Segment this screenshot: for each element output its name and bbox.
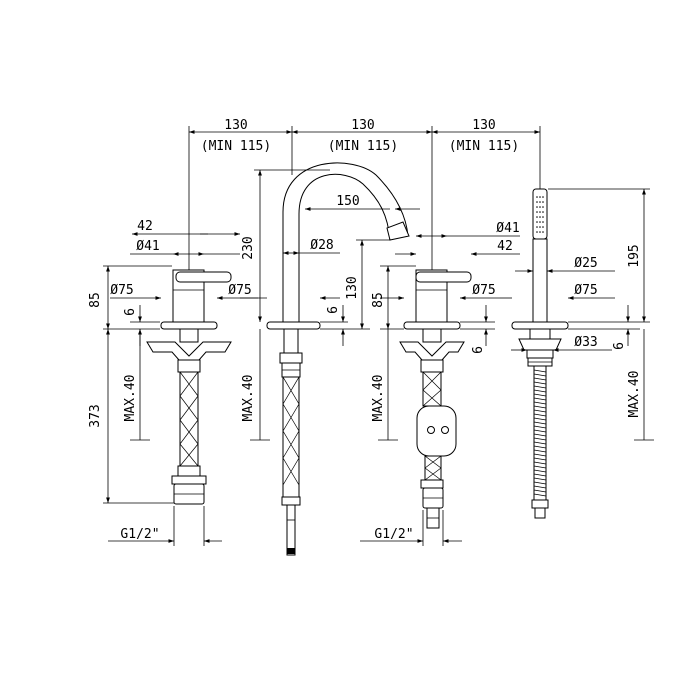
spacing-right-value: 130 [472,118,495,133]
left-mixer: 42 Ø41 Ø75 Ø75 85 6 MAX.40 373 G1/2" [88,219,258,546]
spacing-dimensions: 130 (MIN 115) 130 (MIN 115) 130 (MIN 115… [188,118,541,272]
spray-nozzles [536,196,544,233]
spout-reach: 150 [336,194,359,209]
spout: 150 230 Ø28 130 6 MAX.40 [240,162,420,556]
right-flange-diameter: Ø75 [472,283,495,298]
left-body-diameter: Ø41 [136,239,159,254]
spacing-left-value: 130 [224,118,247,133]
right-height: 85 [371,292,386,308]
left-flange-diameter: Ø75 [110,283,133,298]
right-mixer: Ø41 42 Ø75 85 6 MAX.40 G1/2" [360,221,520,546]
right-body-diameter: Ø41 [496,221,519,236]
left-flange-thickness: 6 [123,308,138,316]
handshower-max-deck: MAX.40 [627,371,642,418]
spacing-left-min: (MIN 115) [201,139,271,154]
right-lever-length: 42 [497,239,513,254]
handshower-handle-diameter: Ø25 [574,256,597,271]
handshower-height: 195 [627,244,642,267]
left-height: 85 [88,292,103,308]
spacing-mid-value: 130 [351,118,374,133]
left-hose-length: 373 [88,404,103,427]
right-thread: G1/2" [374,527,413,542]
spout-body-height: 130 [345,276,360,299]
right-flange-thickness: 6 [471,346,486,354]
spacing-mid-min: (MIN 115) [328,139,398,154]
spout-tube-diameter: Ø28 [310,238,333,253]
left-max-deck: MAX.40 [123,375,138,422]
handshower-flange-diameter: Ø75 [574,283,597,298]
spout-max-deck: MAX.40 [241,375,256,422]
left-flange-diameter-2: Ø75 [228,283,251,298]
handshower-flange-thickness: 6 [612,342,627,350]
spacing-right-min: (MIN 115) [449,139,519,154]
handshower-base-diameter: Ø33 [574,335,597,350]
left-thread: G1/2" [120,527,159,542]
spout-height: 230 [241,236,256,259]
left-lever-length: 42 [137,219,153,234]
handshower: 195 Ø25 Ø75 Ø33 6 MAX.40 [500,188,654,519]
right-max-deck: MAX.40 [371,375,386,422]
spout-flange-thickness: 6 [326,306,341,314]
